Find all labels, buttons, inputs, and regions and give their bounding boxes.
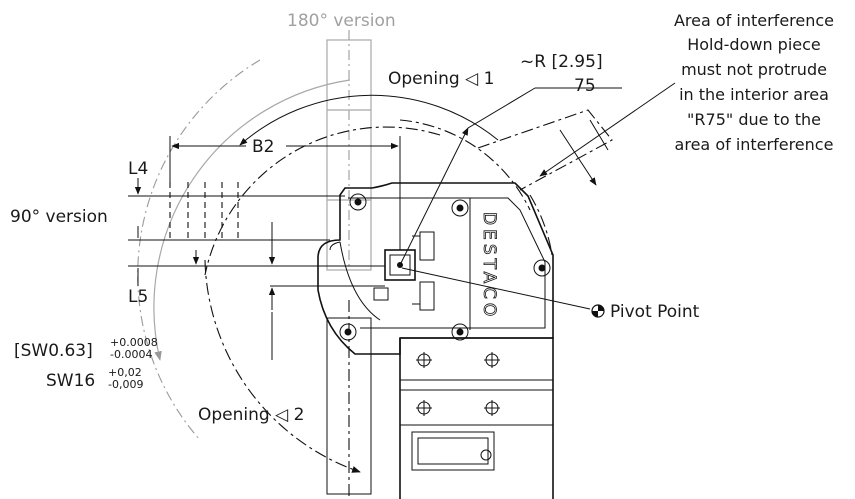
arm-90-version xyxy=(169,182,345,242)
interference-note: Area of interference Hold-down piece mus… xyxy=(674,11,834,154)
pivot-point-label: Pivot Point xyxy=(610,302,700,322)
mounting-holes xyxy=(416,352,500,416)
l4-label: L4 xyxy=(128,159,148,179)
sw-dimension: [SW0.63] +0.0008 -0.0004 SW16 +0,02 -0,0… xyxy=(14,312,273,391)
sw-inch-tol-upper: +0.0008 xyxy=(110,336,158,349)
interference-arm xyxy=(477,109,613,191)
radius-mm-label: 75 xyxy=(574,76,596,96)
b2-label: B2 xyxy=(252,137,274,157)
sw-mm-tol-lower: -0,009 xyxy=(108,378,143,391)
opening-1-label: Opening ◁ 1 xyxy=(388,69,494,89)
l5-label: L5 xyxy=(128,287,148,307)
note-line: area of interference xyxy=(675,135,834,154)
clamp-base xyxy=(399,337,554,499)
note-line: must not protrude xyxy=(681,60,827,79)
l4-dimension: L4 90° version xyxy=(10,159,180,241)
note-line: Area of interference xyxy=(674,11,834,30)
pivot-point-icon xyxy=(591,304,605,318)
clamp-body: DESTACO xyxy=(317,182,554,355)
sw-mm-tol-upper: +0,02 xyxy=(108,366,142,379)
sw-inch-label: [SW0.63] xyxy=(14,341,93,361)
note-line: Hold-down piece xyxy=(687,35,821,54)
arm-180-version: 180° version xyxy=(287,11,396,271)
sw-mm-label: SW16 xyxy=(46,371,95,391)
sw-inch-tol-lower: -0.0004 xyxy=(110,348,152,361)
radius-dimension: ~R [2.95] 75 xyxy=(399,52,622,266)
swing-arcs xyxy=(137,59,553,473)
pivot-point-callout: Pivot Point xyxy=(401,267,700,322)
label-90-version: 90° version xyxy=(10,207,108,227)
brand-label: DESTACO xyxy=(479,212,499,320)
note-leader xyxy=(539,82,676,177)
radius-inch-label: ~R [2.95] xyxy=(520,52,603,72)
label-180-version: 180° version xyxy=(287,11,396,31)
opening-2-label: Opening ◁ 2 xyxy=(198,405,304,425)
l5-dimension: L5 xyxy=(128,222,385,310)
note-line: in the interior area xyxy=(679,85,829,104)
note-line: "R75" due to the xyxy=(687,110,821,129)
b2-dimension: B2 xyxy=(169,136,401,250)
